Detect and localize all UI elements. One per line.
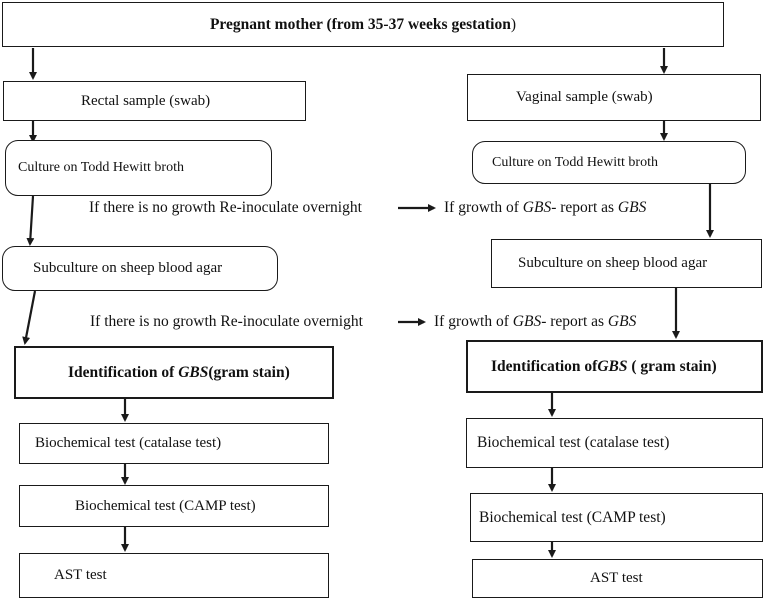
arrow-culture-to-subculture bbox=[26, 195, 35, 246]
pregnant-mother-box: Pregnant mother (from 35-37 weeks gestat… bbox=[2, 2, 724, 47]
no-growth-note-2-text: If there is no growth Re-inoculate overn… bbox=[90, 313, 363, 330]
vaginal-sample-box: Vaginal sample (swab) bbox=[467, 74, 761, 121]
growth-report-note-1-gbs2: GBS bbox=[617, 199, 647, 216]
growth-report-note-1-gbs: GBS bbox=[522, 199, 552, 216]
growth-report-note-2-gbs2: GBS bbox=[607, 313, 637, 330]
pregnant-mother-label-tail: ) bbox=[510, 15, 517, 33]
left-ast-box: AST test bbox=[19, 553, 329, 598]
left-ast-label: AST test bbox=[54, 567, 107, 583]
growth-report-note-2: If growth of GBS- report as GBS bbox=[434, 313, 636, 331]
right-catalase-box: Biochemical test (catalase test) bbox=[466, 418, 763, 468]
no-growth-note-2: If there is no growth Re-inoculate overn… bbox=[90, 313, 363, 331]
rectal-sample-label: Rectal sample (swab) bbox=[81, 92, 211, 109]
left-identification-box: Identification of GBS(gram stain) bbox=[14, 346, 334, 399]
left-culture-box: Culture on Todd Hewitt broth bbox=[5, 140, 272, 196]
right-identification-box: Identification ofGBS ( gram stain) bbox=[466, 340, 763, 393]
left-identification-label: Identification of bbox=[68, 363, 179, 381]
right-ast-box: AST test bbox=[472, 559, 763, 598]
growth-report-note-1: If growth of GBS- report as GBS bbox=[444, 199, 646, 217]
left-camp-label: Biochemical test (CAMP test) bbox=[75, 497, 256, 514]
left-identification-tail: (gram stain) bbox=[208, 363, 290, 381]
right-camp-box: Biochemical test (CAMP test) bbox=[470, 493, 763, 542]
growth-report-note-1-pre: If growth of bbox=[444, 199, 523, 216]
left-subculture-box: Subculture on sheep blood agar bbox=[2, 246, 278, 291]
right-culture-label: Culture on Todd Hewitt broth bbox=[492, 154, 658, 170]
growth-report-note-2-mid: - report as bbox=[541, 313, 608, 330]
right-identification-label: Identification of bbox=[491, 357, 598, 375]
no-growth-note-1-text: If there is no growth Re-inoculate overn… bbox=[89, 199, 362, 216]
vaginal-sample-label: Vaginal sample (swab) bbox=[516, 89, 653, 105]
left-identification-gbs: GBS bbox=[178, 363, 209, 381]
right-subculture-box: Subculture on sheep blood agar bbox=[491, 239, 762, 288]
right-ast-label: AST test bbox=[590, 570, 643, 586]
rectal-sample-box: Rectal sample (swab) bbox=[3, 81, 306, 121]
left-culture-label: Culture on Todd Hewitt broth bbox=[18, 160, 184, 175]
right-culture-box: Culture on Todd Hewitt broth bbox=[472, 141, 746, 184]
pregnant-mother-label: Pregnant mother (from 35-37 weeks gestat… bbox=[209, 15, 511, 33]
arrow-subculture-to-identification bbox=[22, 290, 37, 345]
growth-report-note-1-mid: - report as bbox=[551, 199, 618, 216]
right-camp-label: Biochemical test (CAMP test) bbox=[479, 508, 666, 526]
right-identification-gbs: GBS bbox=[597, 357, 628, 375]
left-catalase-box: Biochemical test (catalase test) bbox=[19, 423, 329, 464]
left-subculture-label: Subculture on sheep blood agar bbox=[33, 260, 223, 276]
no-growth-note-1: If there is no growth Re-inoculate overn… bbox=[89, 199, 362, 217]
growth-report-note-2-gbs: GBS bbox=[512, 313, 542, 330]
left-catalase-label: Biochemical test (catalase test) bbox=[35, 435, 222, 451]
growth-report-note-2-pre: If growth of bbox=[434, 313, 513, 330]
right-subculture-label: Subculture on sheep blood agar bbox=[518, 255, 708, 271]
right-identification-tail: ( gram stain) bbox=[627, 357, 717, 375]
right-catalase-label: Biochemical test (catalase test) bbox=[477, 434, 670, 451]
left-camp-box: Biochemical test (CAMP test) bbox=[19, 485, 329, 527]
